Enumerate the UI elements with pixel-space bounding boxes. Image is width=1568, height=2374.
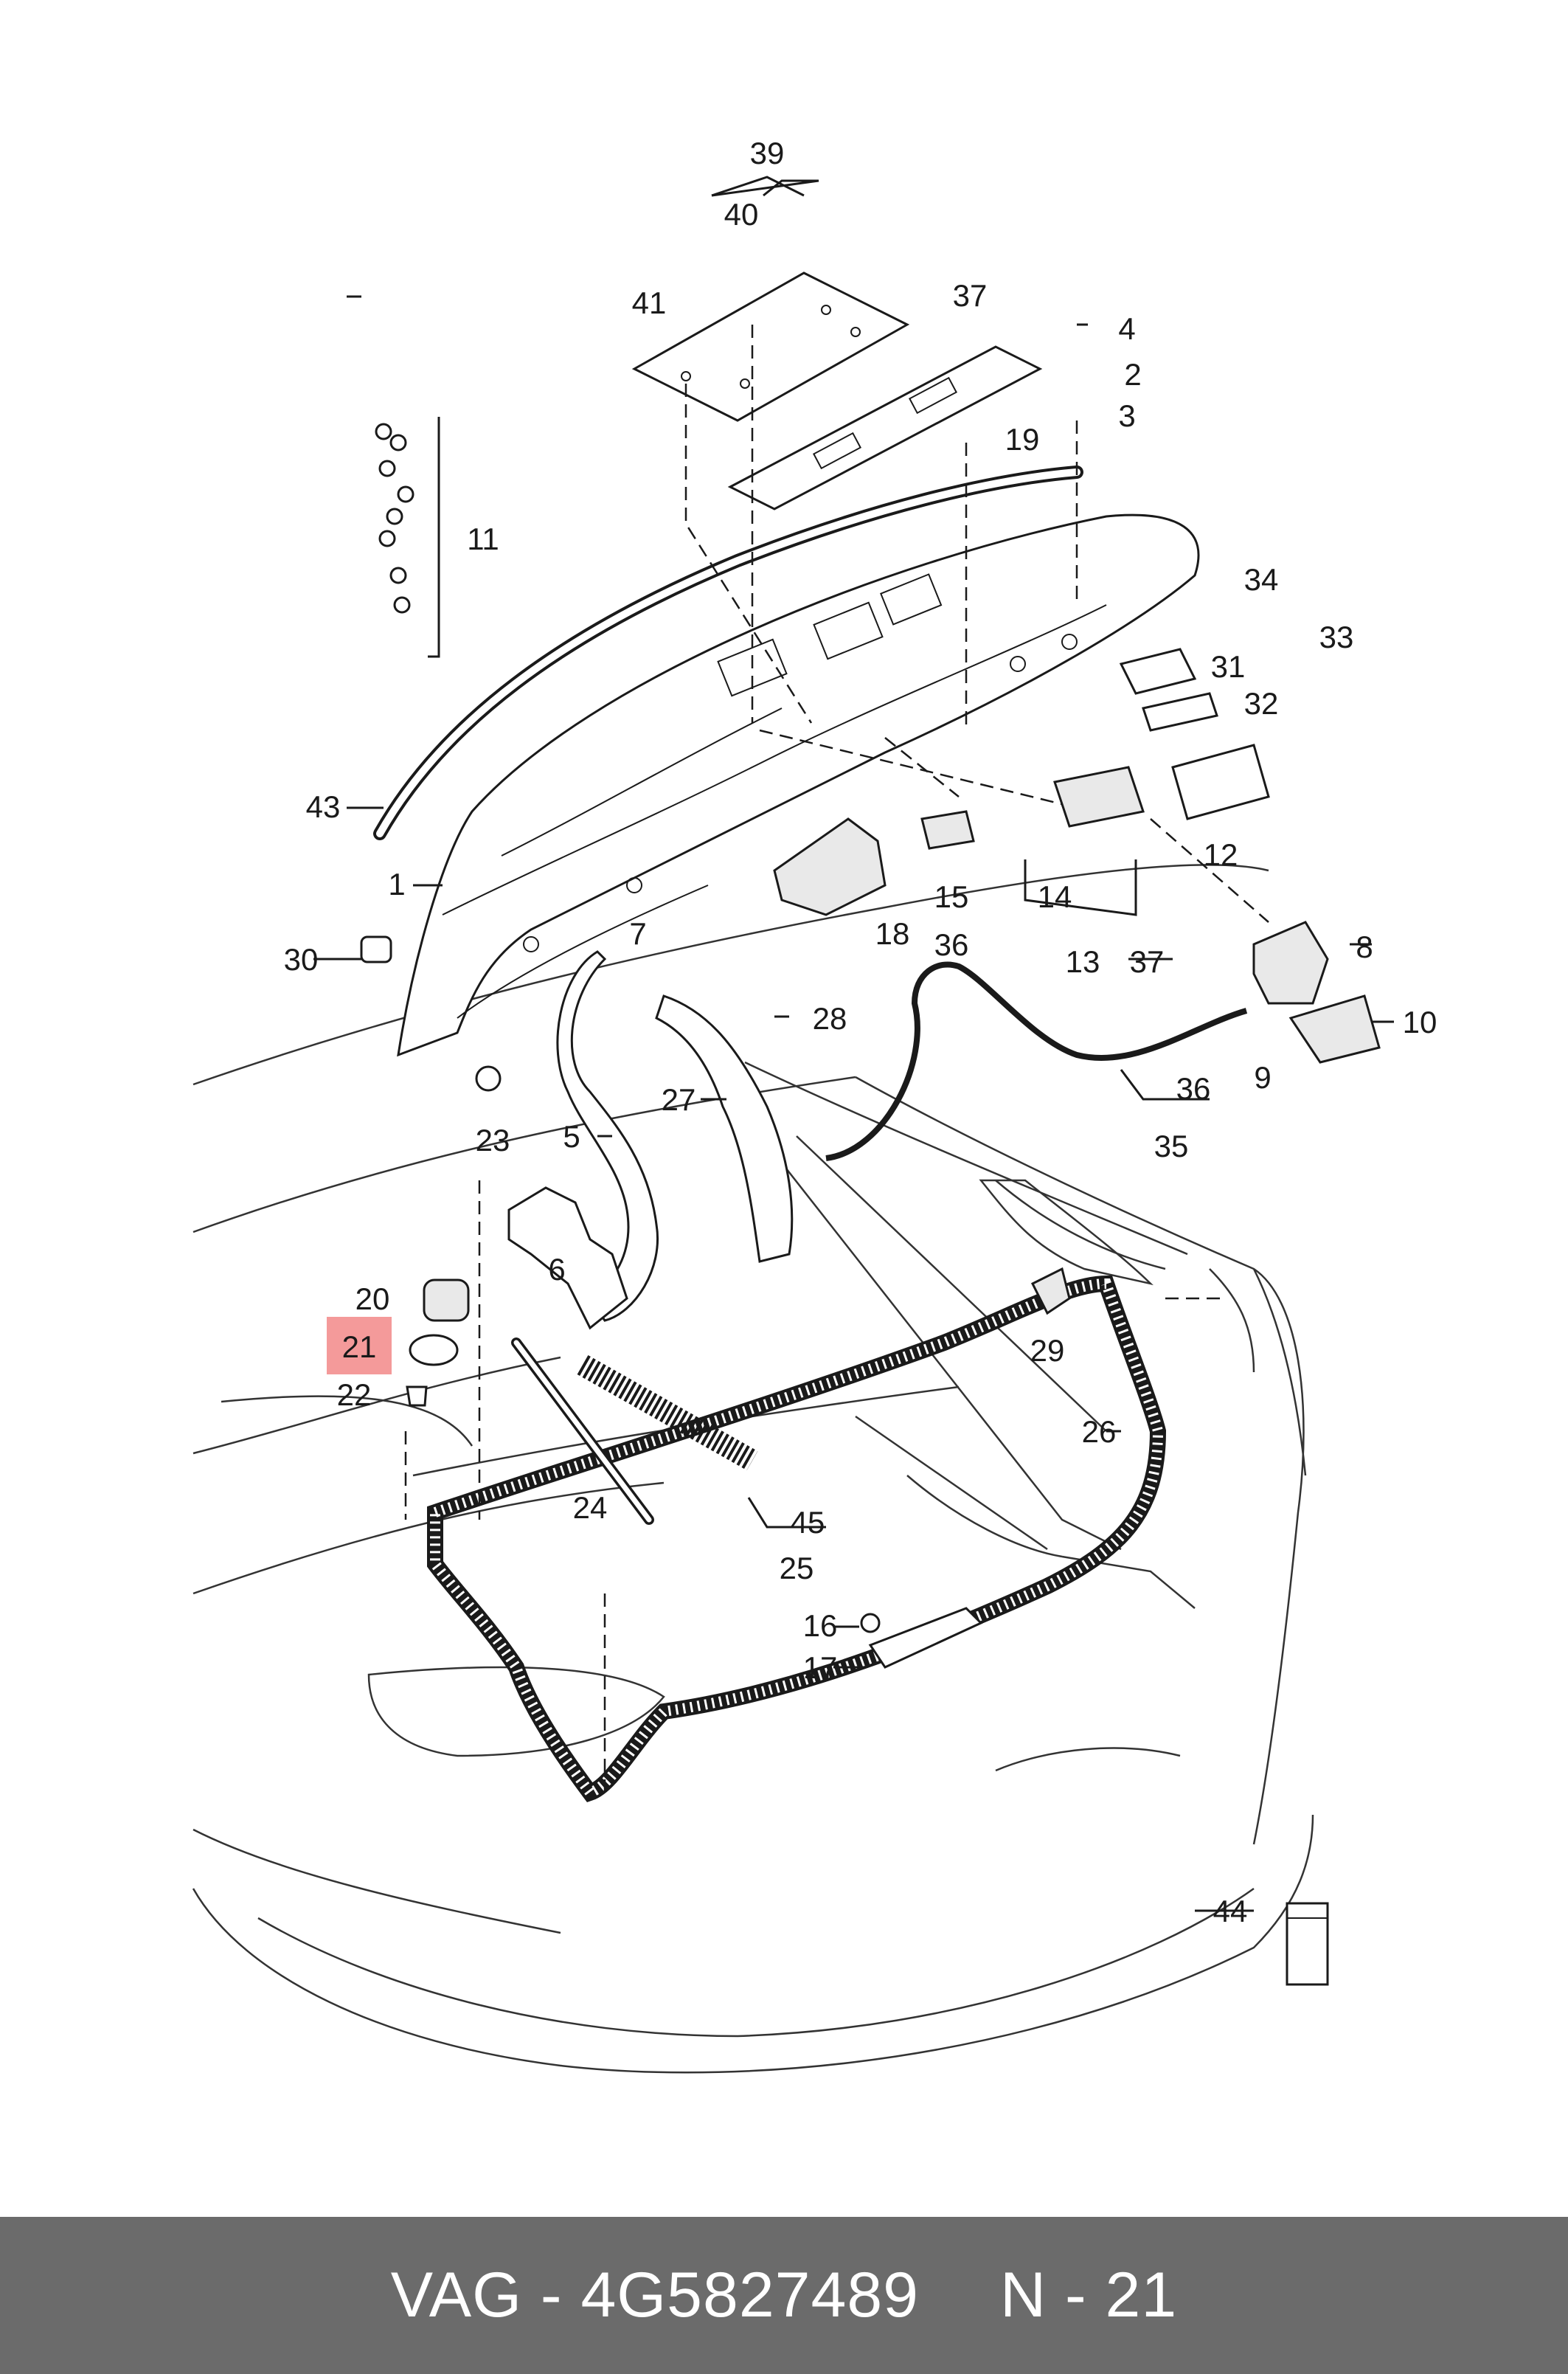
label-35: 35 [1154,1129,1189,1163]
label-36-bottom: 36 [1176,1071,1211,1106]
label-39: 39 [750,136,785,170]
label-11: 11 [467,522,499,556]
label-38: 37 [953,278,988,313]
label-14: 14 [1038,879,1072,914]
label-37: 37 [1130,944,1165,979]
label-19: 19 [1005,422,1040,457]
label-4: 4 [1118,311,1135,346]
callout-labels: 39 40 41 37 4 2 3 19 11 34 33 31 32 43 1… [284,136,1437,1928]
camera-14 [1053,766,1145,828]
label-40: 40 [724,197,759,232]
label-44: 44 [1213,1894,1248,1928]
lock-8 [1252,921,1329,1005]
diagram-reference: N - 21 [999,2260,1178,2330]
label-27: 27 [662,1082,696,1117]
label-12: 12 [1204,837,1238,872]
label-45: 45 [791,1505,825,1540]
label-33: 33 [1319,620,1354,654]
label-24: 24 [573,1490,608,1525]
label-3: 3 [1118,398,1135,433]
bolt-22 [406,1385,428,1407]
fastener-set-11 [375,423,414,614]
buffer-23 [475,1065,502,1092]
clip-17 [868,1607,983,1669]
label-15: 15 [934,879,969,914]
hinge-bracket-6 [507,1186,628,1330]
mount-plate-39 [631,271,910,422]
cable-35 [825,961,1248,1161]
label-41: 41 [632,285,667,320]
label-5: 5 [563,1119,580,1154]
buffer-20 [423,1278,470,1322]
label-17: 17 [803,1650,838,1685]
buffer-29 [1030,1267,1071,1315]
cover-12 [1171,744,1270,820]
label-9: 9 [1254,1060,1271,1095]
trim-32 [1142,692,1218,732]
label-31: 31 [1211,649,1246,684]
label-34: 34 [1244,562,1279,597]
label-2: 2 [1124,357,1141,392]
label-22: 22 [337,1377,372,1412]
cover-plate-38 [727,345,1043,511]
nut-21 [409,1334,459,1366]
exploded-parts-diagram: 39 40 41 37 4 2 3 19 11 34 33 31 32 43 1… [192,136,1437,2074]
label-16: 16 [803,1608,838,1643]
buffer-30 [360,935,392,963]
trim-27 [655,994,794,1263]
label-21: 21 [342,1329,377,1364]
label-23: 23 [476,1123,510,1157]
trunk-lid [397,513,1200,1057]
highlight-box [327,1317,392,1374]
label-6: 6 [548,1252,565,1287]
leader-lines [313,176,1394,1912]
label-8: 8 [1356,930,1373,964]
reference-lines [404,325,1269,1800]
footer-bar: VAG - 4G5827489 N - 21 [0,2217,1568,2374]
label-32: 32 [1244,686,1279,721]
label-20: 20 [355,1281,390,1316]
label-18: 18 [875,916,910,951]
label-25: 25 [780,1551,814,1585]
cover-10 [1288,994,1381,1064]
label-1: 1 [388,867,405,902]
label-13: 13 [1066,944,1100,979]
car-body-outline [192,864,1314,2074]
light-15 [920,810,975,850]
label-43: 43 [306,789,341,824]
trunk-seal [427,1275,1167,1802]
handle-housing-18 [773,817,887,916]
bottle-44 [1286,1902,1329,1986]
label-36-top: 36 [934,927,969,962]
part-number: VAG - 4G5827489 [390,2260,919,2330]
bracket-31 [1119,648,1197,695]
label-10: 10 [1403,1005,1437,1039]
clip-16 [860,1613,881,1633]
label-28: 28 [813,1001,847,1036]
label-7: 7 [629,916,646,951]
label-30: 30 [284,942,319,977]
label-26: 26 [1082,1414,1117,1449]
label-29: 29 [1030,1333,1065,1368]
